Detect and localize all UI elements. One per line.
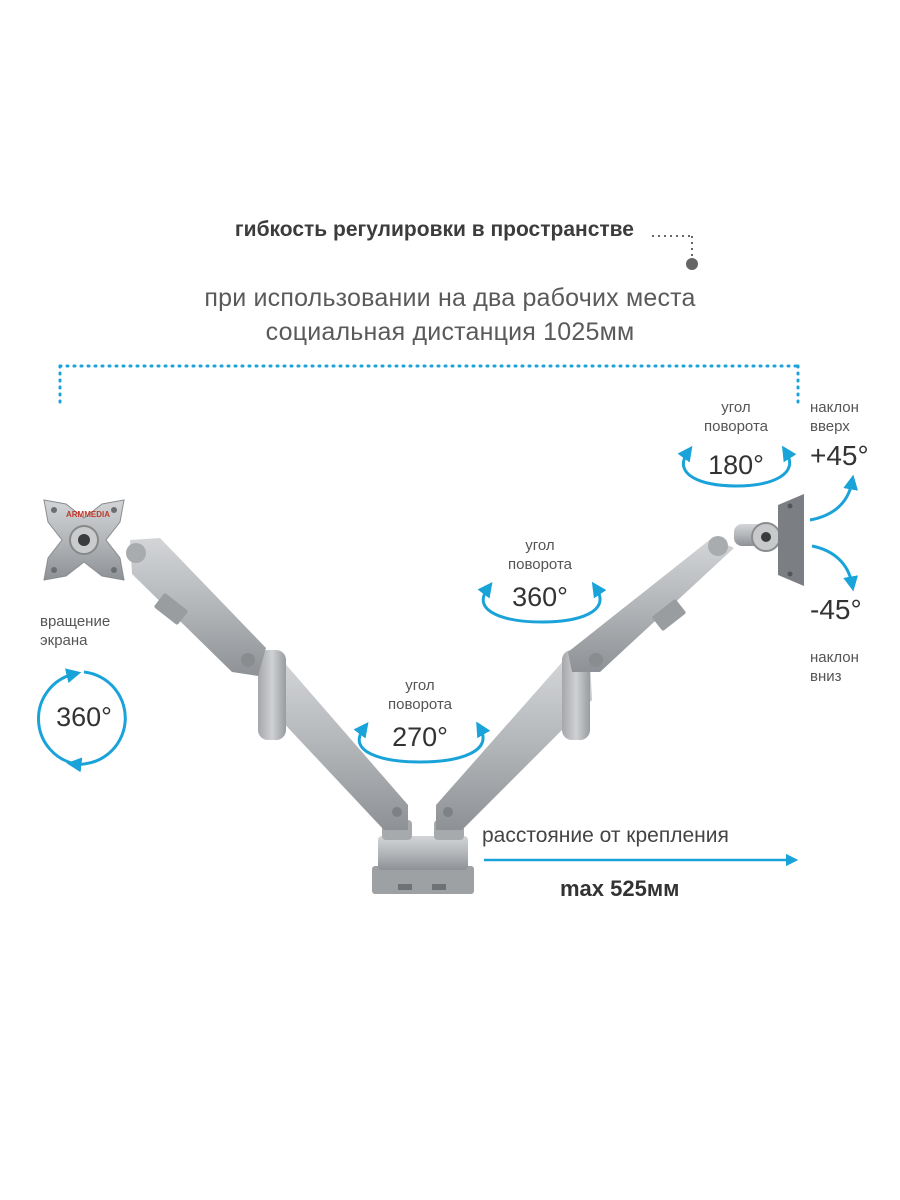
swivel-mid-caption: угол поворота (507, 537, 572, 573)
screen-rotation-arrow (37, 668, 127, 773)
desk-clamp-base (372, 820, 474, 894)
swivel-base-caption: угол поворота (387, 677, 452, 713)
swivel-mid-arrow (477, 581, 607, 624)
tilt-up-caption: наклон вверх (810, 399, 859, 435)
left-vesa-plate (43, 499, 125, 581)
swivel-base-value: 270° (392, 722, 448, 752)
swivel-base-arrow (353, 721, 491, 764)
left-lower-arm (256, 650, 408, 830)
feature-line-2: социальная дистанция 1025мм (265, 318, 635, 346)
right-vesa-head (734, 494, 804, 586)
right-lower-arm (436, 650, 592, 830)
distance-bracket (58, 364, 800, 404)
tilt-up-value: +45° (810, 440, 869, 471)
swivel-head-value: 180° (708, 450, 764, 480)
reach-value: max 525мм (560, 876, 680, 901)
screen-rotation-value: 360° (56, 702, 112, 732)
feature-title: гибкость регулировки в пространстве (234, 218, 634, 241)
swivel-head-arrow (677, 445, 797, 488)
feature-line-1: при использовании на два рабочих места (204, 284, 696, 312)
tilt-down-value: -45° (810, 594, 862, 625)
tilt-down-arrow (811, 544, 859, 592)
swivel-head-caption: угол поворота (703, 399, 768, 435)
brand-logo: ARMMEDIA (66, 510, 110, 519)
reach-caption: расстояние от крепления (482, 824, 729, 847)
tilt-down-caption: наклон вниз (810, 649, 859, 685)
header-connector (652, 235, 698, 270)
left-upper-arm (126, 538, 266, 676)
swivel-mid-value: 360° (512, 582, 568, 612)
tilt-up-arrow (809, 474, 859, 522)
right-upper-arm (568, 536, 734, 672)
screen-rotation-caption: вращение экрана (40, 613, 111, 649)
